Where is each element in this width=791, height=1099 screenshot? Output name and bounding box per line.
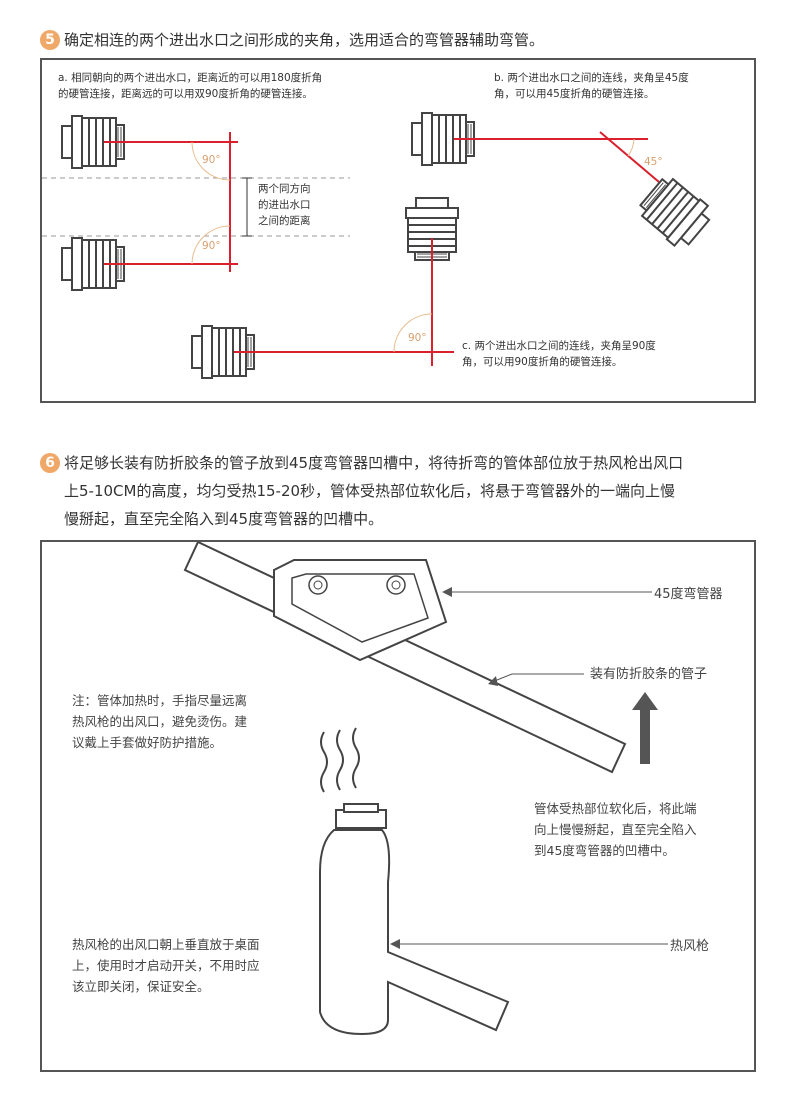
note-c: c. 两个进出水口之间的连线，夹角呈90度 角，可以用90度折角的硬管连接。 — [462, 338, 656, 370]
distance-label-line: 两个同方向 — [258, 183, 311, 195]
note-b-line: 角，可以用45度折角的硬管连接。 — [494, 88, 655, 100]
safety-note: 注：管体加热时，手指尽量远离 热风枪的出风口，避免烫伤。建 议戴上手套做好防护措… — [72, 690, 247, 753]
lift-arrow-icon — [632, 692, 658, 764]
bending-procedure-diagram — [183, 542, 668, 1036]
note-c-line: c. 两个进出水口之间的连线，夹角呈90度 — [462, 340, 656, 352]
leader-arrow-icon — [442, 587, 452, 597]
safety-note-line: 议戴上手套做好防护措施。 — [72, 735, 223, 750]
heat-wave-icon — [320, 731, 328, 793]
heat-gun-note-line: 该立即关闭，保证安全。 — [72, 979, 210, 994]
step-5-number: 5 — [40, 30, 60, 50]
bending-procedure-panel: 45度弯管器 装有防折胶条的管子 热风枪 注：管体加热时，手指尽量远离 热风枪的… — [40, 540, 756, 1072]
safety-note-line: 注：管体加热时，手指尽量远离 — [72, 693, 248, 708]
leader-arrow-icon — [488, 676, 498, 686]
heat-gun-note-line: 上，使用时才启动开关，不用时应 — [72, 958, 260, 973]
heat-gun-nozzle — [343, 803, 379, 813]
heat-gun-note: 热风枪的出风口朝上垂直放于桌面 上，使用时才启动开关，不用时应 该立即关闭，保证… — [72, 934, 260, 997]
note-a: a. 相同朝向的两个进出水口，距离近的可以用180度折角 的硬管连接，距离远的可… — [58, 70, 322, 102]
lift-note-line: 到45度弯管器的凹槽中。 — [534, 843, 675, 858]
lift-note-line: 管体受热部位软化后，将此端 — [534, 801, 697, 816]
angle-label-90: 90° — [408, 332, 427, 344]
heat-gun-body — [319, 829, 510, 1036]
step-6-title-line: 慢掰起，直至完全陷入到45度弯管器的凹槽中。 — [64, 510, 384, 528]
distance-label-line: 之间的距离 — [258, 215, 311, 227]
note-a-line: 的硬管连接，距离远的可以用双90度折角的硬管连接。 — [58, 88, 313, 100]
note-b: b. 两个进出水口之间的连线，夹角呈45度 角，可以用45度折角的硬管连接。 — [494, 70, 689, 102]
angle-examples-panel: a. 相同朝向的两个进出水口，距离近的可以用180度折角 的硬管连接，距离远的可… — [40, 58, 756, 403]
lift-note: 管体受热部位软化后，将此端 向上慢慢掰起，直至完全陷入 到45度弯管器的凹槽中。 — [534, 798, 697, 861]
step-5-title: 确定相连的两个进出水口之间形成的夹角，选用适合的弯管器辅助弯管。 — [64, 31, 545, 49]
bolt-icon — [313, 580, 323, 590]
step-6-title-line: 将足够长装有防折胶条的管子放到45度弯管器凹槽中，将待折弯的管体部位放于热风枪出… — [64, 454, 684, 472]
angle-arc — [393, 313, 433, 353]
safety-note-line: 热风枪的出风口，避免烫伤。建 — [72, 714, 248, 729]
heat-gun-note-line: 热风枪的出风口朝上垂直放于桌面 — [72, 937, 260, 952]
angle-label-45: 45° — [644, 156, 663, 168]
step-5-heading: 5 确定相连的两个进出水口之间形成的夹角，选用适合的弯管器辅助弯管。 — [40, 26, 544, 54]
heat-wave-icon — [336, 729, 344, 791]
note-c-line: 角，可以用90度折角的硬管连接。 — [462, 356, 623, 368]
lift-note-line: 向上慢慢掰起，直至完全陷入 — [534, 822, 697, 837]
bolt-icon — [391, 580, 401, 590]
angle-examples-diagram — [42, 112, 717, 379]
distance-label: 两个同方向 的进出水口 之间的距离 — [258, 181, 311, 229]
angle-label-90: 90° — [202, 240, 221, 252]
label-tube: 装有防折胶条的管子 — [590, 667, 708, 682]
rotated-fitting-icon — [633, 171, 717, 254]
note-b-line: b. 两个进出水口之间的连线，夹角呈45度 — [494, 72, 689, 84]
label-bender: 45度弯管器 — [654, 587, 723, 602]
step-6-heading: 6 将足够长装有防折胶条的管子放到45度弯管器凹槽中，将待折弯的管体部位放于热风… — [40, 449, 683, 533]
heat-wave-icon — [352, 727, 360, 789]
angle-arc — [191, 141, 231, 181]
distance-label-line: 的进出水口 — [258, 199, 311, 211]
angle-arc — [191, 225, 231, 265]
label-heat-gun: 热风枪 — [670, 939, 710, 954]
angle-label-90: 90° — [202, 154, 221, 166]
step-6-title-line: 上5-10CM的高度，均匀受热15-20秒，管体受热部位软化后，将悬于弯管器外的… — [64, 482, 676, 500]
angle-arc — [627, 138, 635, 157]
note-a-line: a. 相同朝向的两个进出水口，距离近的可以用180度折角 — [58, 72, 323, 84]
leader-arrow-icon — [390, 939, 400, 949]
step-6-number: 6 — [40, 453, 60, 473]
leader-line — [491, 673, 584, 683]
